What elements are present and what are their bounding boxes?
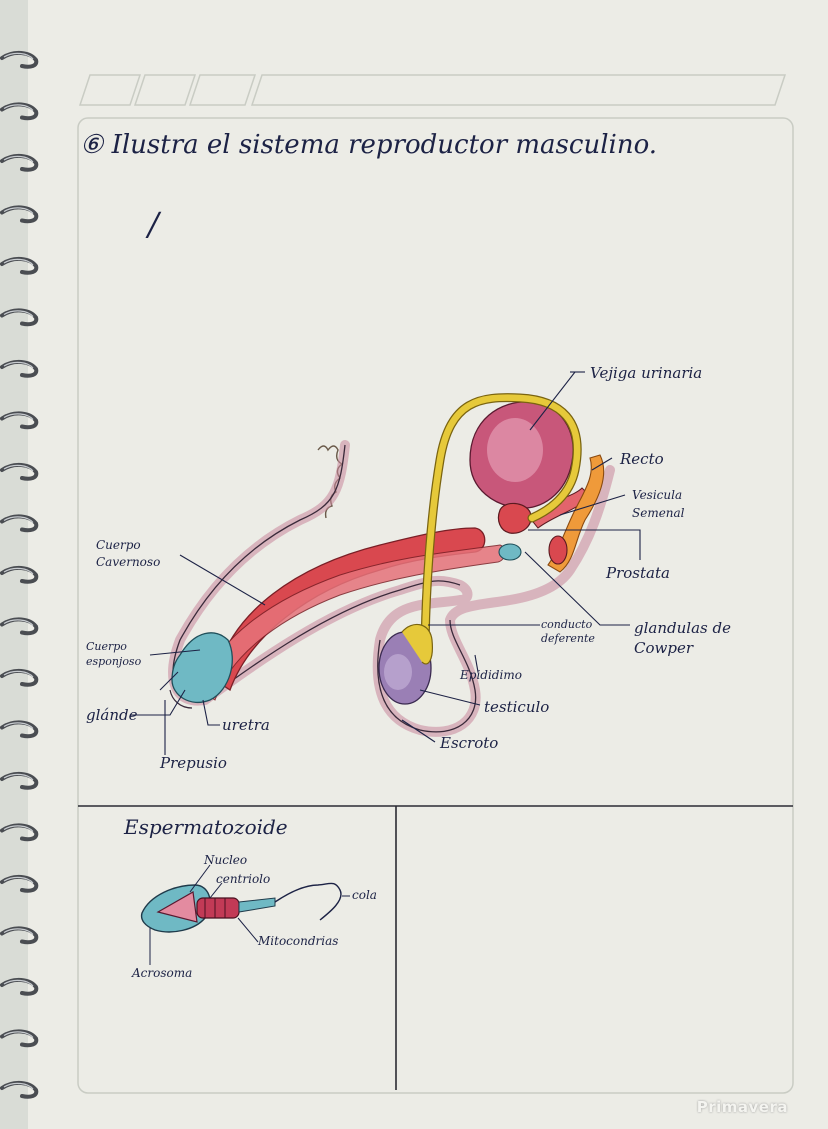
spiral-binding [0,51,39,1099]
label-conducto: conducto deferente [541,618,595,645]
label-centriolo: centriolo [216,872,271,886]
label-uretra: uretra [222,716,270,734]
label-cuerpo-cavernoso: Cuerpo Cavernoso [96,538,161,569]
label-epididimo: Epididimo [460,668,522,682]
brand-watermark: Primavera [696,1098,788,1116]
label-prepucio: Prepusio [160,754,227,772]
label-testiculo: testiculo [484,698,550,716]
header-boxes [78,74,787,106]
stray-mark: / [148,205,159,243]
label-recto: Recto [620,450,664,468]
label-glandulas: glandulas de Cowper [634,619,731,657]
page-title: ⑥ Ilustra el sistema reproductor masculi… [80,130,658,160]
label-escroto: Escroto [440,734,499,752]
sperm-diagram [140,864,350,965]
reproductive-system-diagram [130,371,641,755]
label-prostata: Prostata [606,564,670,582]
label-nucleo: Nucleo [204,853,248,867]
label-mitocondrias: Mitocondrias [258,934,339,948]
label-acrosoma: Acrosoma [132,966,193,980]
label-cuerpo-esponjoso: Cuerpo esponjoso [86,640,142,668]
label-glande: glánde [86,706,138,724]
sperm-title: Espermatozoide [124,815,288,839]
label-cola: cola [352,888,377,902]
label-vesicula: Vesicula Semenal [632,488,685,520]
page-frame [77,117,794,1094]
label-vejiga: Vejiga urinaria [590,364,703,382]
